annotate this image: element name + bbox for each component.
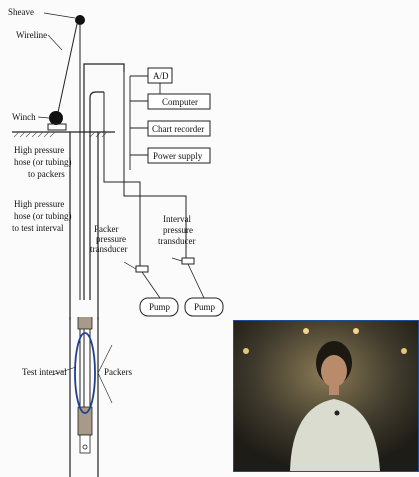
presenter-frame <box>234 321 418 471</box>
interval-transducer-label-2: pressure <box>163 225 193 235</box>
test-interval-label: Test interval <box>22 367 67 377</box>
packer-test-diagram: A/D Computer Chart recorder Power supply… <box>0 0 419 320</box>
test-interval-highlight <box>75 333 95 413</box>
lower-packer <box>78 407 92 435</box>
ceiling-light-icon <box>353 328 359 334</box>
packer-transducer <box>136 266 148 272</box>
chart-recorder-label: Chart recorder <box>152 124 204 134</box>
ceiling-light-icon <box>401 348 407 354</box>
hose-interval-label-3: to test interval <box>12 223 64 233</box>
hose-packers-label-1: High pressure <box>14 145 64 155</box>
pump-1-label: Pump <box>149 302 171 312</box>
downhole-assembly: Test interval Packers <box>0 317 140 477</box>
packers-label: Packers <box>104 367 132 377</box>
lapel-mic-icon <box>335 411 340 416</box>
wireline-cable <box>57 24 77 117</box>
power-supply-label: Power supply <box>153 151 203 161</box>
hose-interval-label-1: High pressure <box>14 199 64 209</box>
packer-transducer-label-2: pressure <box>96 234 126 244</box>
hose-packers-label-2: hose (or tubing) <box>14 157 72 167</box>
computer-label: Computer <box>162 97 198 107</box>
interval-transducer-label-1: Interval <box>163 214 191 224</box>
presenter-video[interactable] <box>233 320 419 472</box>
wireline-label: Wireline <box>16 30 47 40</box>
packer-transducer-label-3: transducer <box>90 244 127 254</box>
winch-icon <box>49 111 63 125</box>
interval-transducer-label-3: transducer <box>158 236 195 246</box>
hose-interval-label-2: hose (or tubing) <box>14 211 72 221</box>
sheave-icon <box>75 15 85 25</box>
interval-transducer <box>182 258 194 264</box>
hose-packers-label-3: to packers <box>28 169 65 179</box>
pump-2-label: Pump <box>194 302 216 312</box>
sheave-label: Sheave <box>8 7 34 17</box>
winch-label: Winch <box>12 112 36 122</box>
presenter-face <box>321 355 347 387</box>
upper-packer <box>78 317 92 329</box>
ceiling-light-icon <box>243 348 249 354</box>
ground-hatch <box>14 132 107 137</box>
ceiling-light-icon <box>303 328 309 334</box>
packer-transducer-label-1: Packer <box>94 224 119 234</box>
ad-label: A/D <box>153 71 169 81</box>
